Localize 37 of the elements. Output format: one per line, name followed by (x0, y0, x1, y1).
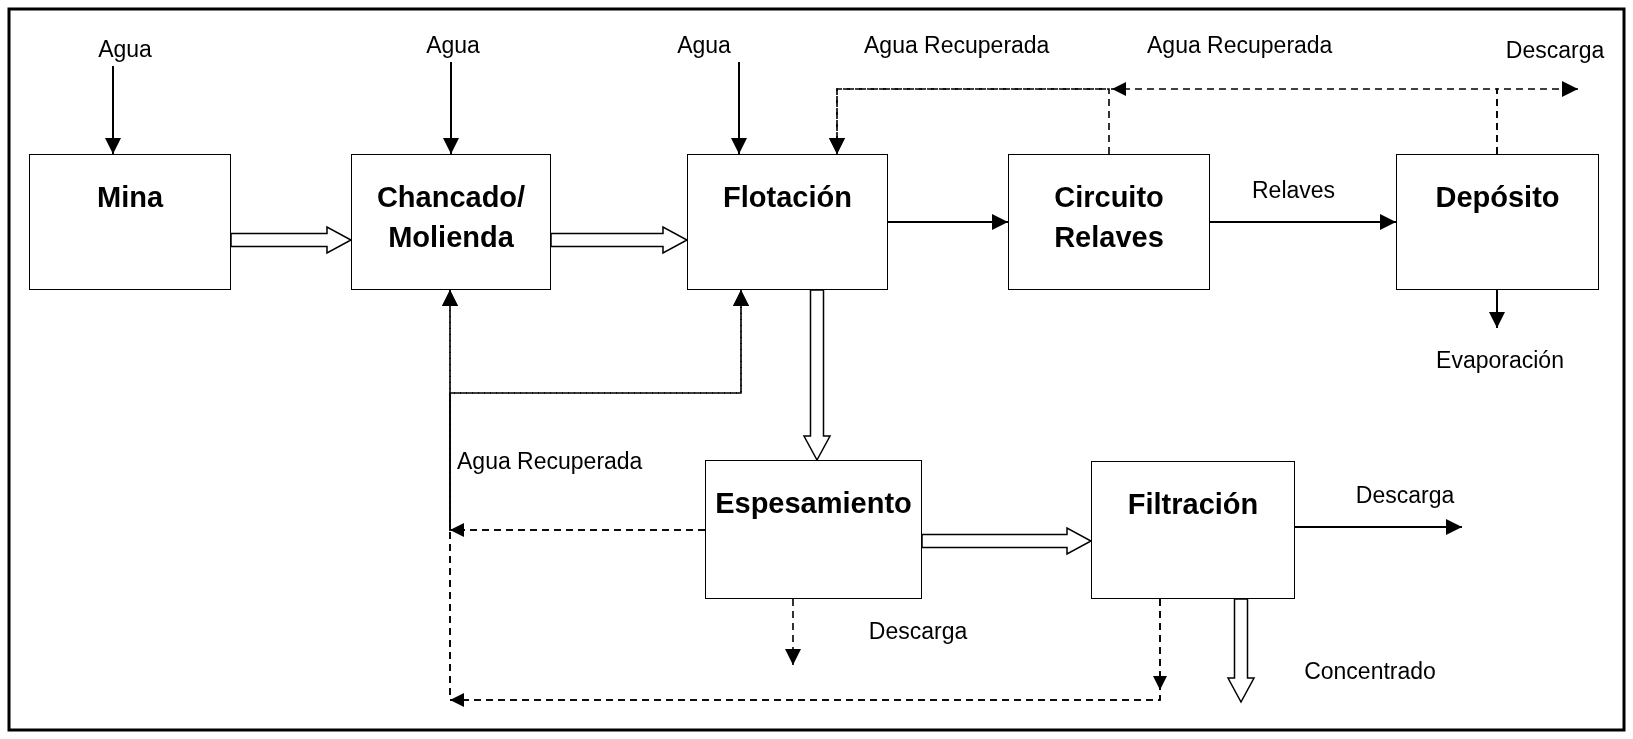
process-label: Mina (96, 180, 164, 215)
flow-label: Agua (426, 32, 480, 58)
flow-label: Concentrado (1304, 658, 1436, 684)
flow-label: Descarga (1355, 482, 1455, 508)
process-label: Filtración (1127, 487, 1259, 522)
process-label: Depósito (1435, 180, 1560, 215)
flow-label: Descarga (868, 618, 968, 644)
process-box (1008, 154, 1210, 290)
arrow (887, 214, 1009, 230)
process-box (1396, 154, 1599, 290)
arrow (443, 61, 459, 155)
flow-label: Agua (677, 32, 731, 58)
process-box (687, 154, 888, 290)
dashed-arrow (785, 598, 801, 666)
process-label: Chancado/ Molienda (375, 180, 527, 255)
arrow (1209, 214, 1397, 230)
process-box (1091, 461, 1295, 599)
arrow (105, 65, 121, 155)
hollow-arrow (802, 289, 832, 462)
process-box (29, 154, 231, 290)
process-box (351, 154, 551, 290)
process-box (705, 460, 922, 599)
process-label: Flotación (723, 180, 852, 215)
dashed-arrow (829, 88, 1498, 155)
hollow-arrow (921, 526, 1093, 556)
flow-label: Descarga (1505, 37, 1605, 63)
hollow-arrow (230, 225, 353, 255)
flow-label: Agua (98, 36, 152, 62)
arrow (731, 61, 747, 155)
dashed-arrow (1496, 81, 1579, 155)
arrow (1294, 519, 1463, 535)
flow-label: Evaporación (1436, 347, 1564, 373)
process-label: Circuito Relaves (1053, 180, 1165, 255)
hollow-arrow (550, 225, 689, 255)
process-label: Espesamiento (715, 486, 912, 521)
arrow (1489, 289, 1505, 329)
hollow-arrow (1226, 598, 1256, 704)
